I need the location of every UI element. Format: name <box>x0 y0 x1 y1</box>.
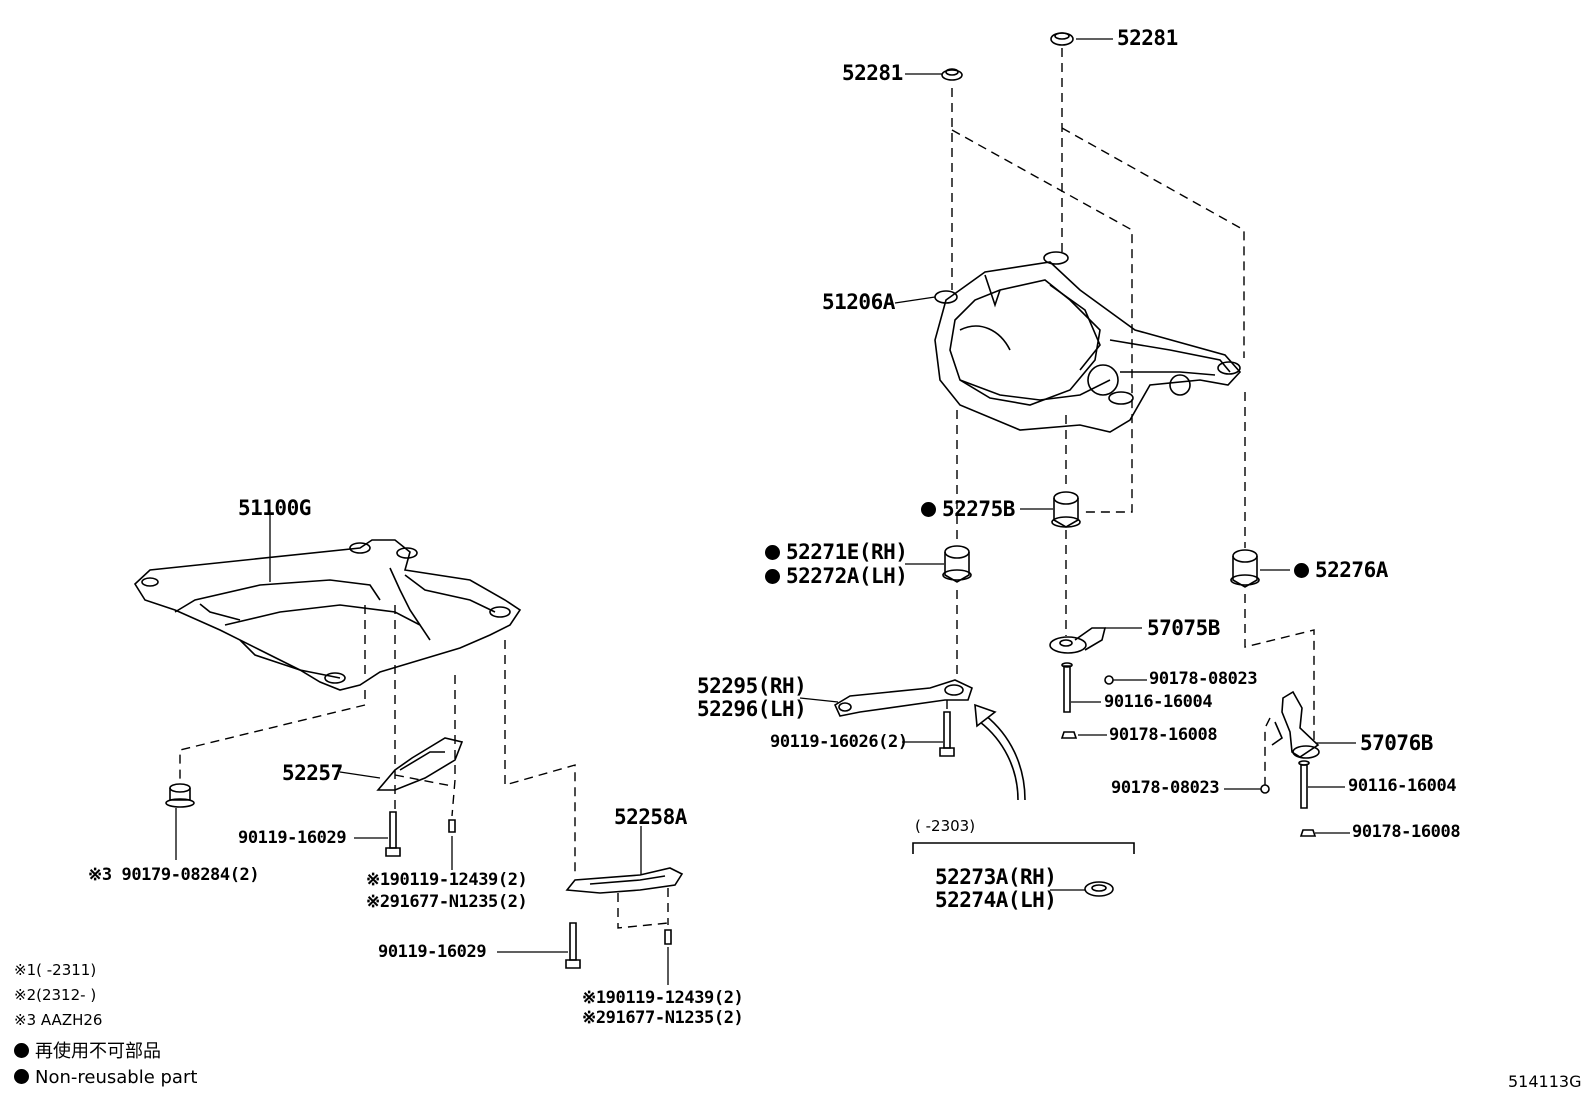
bolt-90119-12439-a <box>448 819 456 833</box>
label-90116-16004-b: 90116-16004 <box>1348 776 1457 796</box>
bushing-52276A <box>1230 549 1260 588</box>
label-52272A: 52272A(LH) <box>765 565 908 587</box>
brace-52257 <box>376 737 464 791</box>
label-52274A: 52274A(LH) <box>935 888 1057 912</box>
label-57075B: 57075B <box>1147 616 1220 640</box>
label-90116-16004-a: 90116-16004 <box>1104 692 1213 712</box>
nut-90179-08284 <box>165 783 195 808</box>
label-51206A: 51206A <box>822 290 895 314</box>
bolt-90119-16026 <box>939 711 955 757</box>
label-52295: 52295(RH) <box>697 674 807 698</box>
dashed-guides <box>179 48 1315 929</box>
bolt-90119-16029-a <box>385 811 401 857</box>
label-90179-08284: ※3 90179-08284(2) <box>88 865 260 885</box>
label-52276A: 52276A <box>1294 559 1388 581</box>
legend-english: Non-reusable part <box>14 1068 197 1088</box>
mount-52281-left <box>941 68 963 81</box>
direction-arrow <box>974 703 1026 801</box>
label-90119-12439-b: ※190119-12439(2) <box>582 988 744 1008</box>
bolt-90116-16004-a <box>1061 662 1073 713</box>
label-90119-12439-a: ※190119-12439(2) <box>366 870 528 890</box>
non-reusable-dot-icon <box>765 569 780 584</box>
label-90119-16026: 90119-16026(2) <box>770 732 908 752</box>
label-52273A: 52273A(RH) <box>935 865 1057 889</box>
label-90178-08023-a: 90178-08023 <box>1149 669 1258 689</box>
footnote-1: ※1( -2311) <box>14 961 97 979</box>
illustration-ref-code: 514113G <box>1508 1072 1582 1091</box>
rear-subframe-51206A <box>934 251 1242 433</box>
nut-90178-08023-b <box>1260 784 1270 794</box>
legend-japanese: 再使用不可部品 <box>14 1042 161 1062</box>
bolt-90119-16029-b <box>565 922 581 969</box>
nut-90178-16008-b <box>1299 829 1317 837</box>
label-52257: 52257 <box>282 761 343 785</box>
nut-90178-08023-a <box>1104 675 1114 685</box>
range-bracket <box>912 842 1135 854</box>
label-51100G: 51100G <box>238 496 311 520</box>
label-91677-N1235-a: ※291677-N1235(2) <box>366 892 528 912</box>
label-90119-16029-b: 90119-16029 <box>378 942 487 962</box>
non-reusable-dot-icon <box>765 545 780 560</box>
non-reusable-dot-icon <box>921 502 936 517</box>
label-90178-16008-a: 90178-16008 <box>1109 725 1218 745</box>
footnote-3: ※3 AAZH26 <box>14 1011 103 1029</box>
washer-52273A-52274A <box>1084 881 1114 897</box>
label-52281-right: 52281 <box>1117 26 1178 50</box>
bushing-52275B <box>1051 491 1081 528</box>
label-90178-08023-b: 90178-08023 <box>1111 778 1220 798</box>
label-52258A: 52258A <box>614 805 687 829</box>
non-reusable-dot-icon <box>14 1043 29 1058</box>
non-reusable-dot-icon <box>14 1069 29 1084</box>
leader-lines <box>175 38 1356 985</box>
label-90178-16008-b: 90178-16008 <box>1352 822 1461 842</box>
bushing-52271E-52272A <box>942 545 972 583</box>
lateral-arm-52295-52296 <box>833 679 973 717</box>
label-91677-N1235-b: ※291677-N1235(2) <box>582 1008 744 1028</box>
label-90119-16029-a: 90119-16029 <box>238 828 347 848</box>
bolt-90116-16004-b <box>1298 760 1310 809</box>
bolt-90119-12439-b <box>664 929 672 945</box>
nut-90178-16008-a <box>1060 731 1078 739</box>
bracket-57075B <box>1049 627 1107 654</box>
label-52296: 52296(LH) <box>697 697 807 721</box>
bracket-57076B <box>1271 690 1320 759</box>
mount-52281-right <box>1050 32 1074 46</box>
non-reusable-dot-icon <box>1294 563 1309 578</box>
label-52275B: 52275B <box>921 498 1015 520</box>
front-subframe-51100G <box>133 539 522 691</box>
brace-52258A <box>565 867 684 894</box>
label-52271E: 52271E(RH) <box>765 541 908 563</box>
label-57076B: 57076B <box>1360 731 1433 755</box>
label-52281-left: 52281 <box>842 61 903 85</box>
footnote-2: ※2(2312- ) <box>14 986 97 1004</box>
bracket-range-label: ( -2303) <box>915 817 976 835</box>
